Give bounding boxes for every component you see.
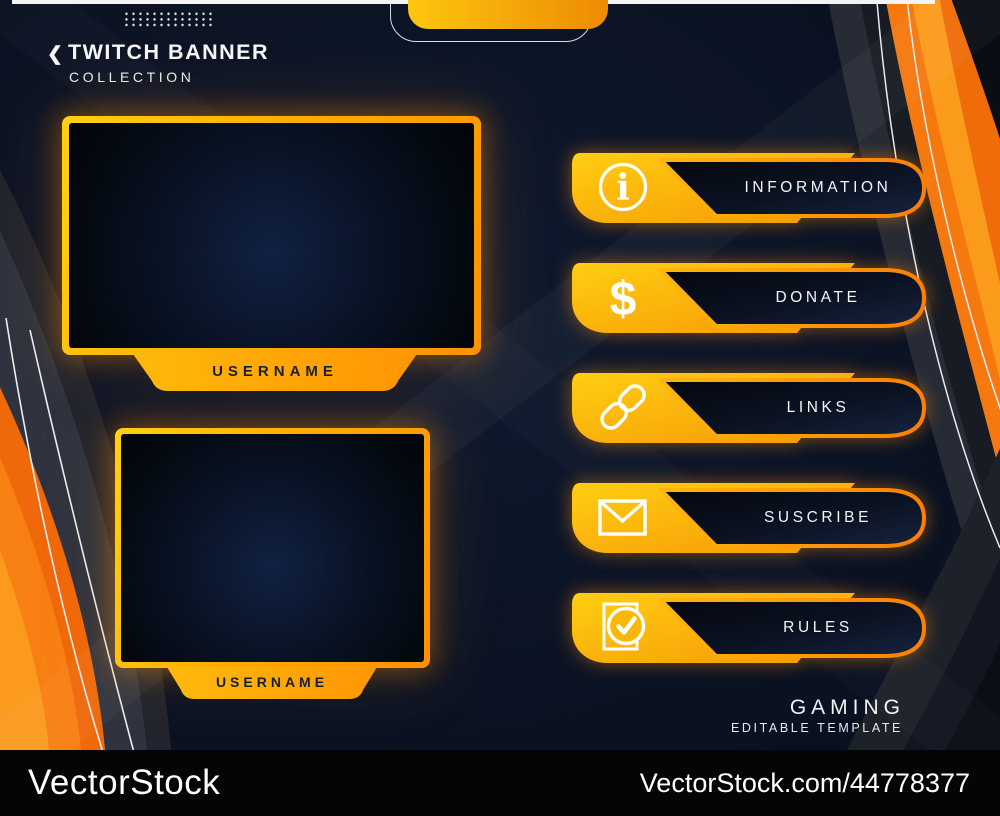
back-arrow-icon: ❮ xyxy=(47,44,63,65)
top-right-black-wedge xyxy=(951,0,1000,139)
editable-template-caption: EDITABLE TEMPLATE xyxy=(730,721,903,735)
username-banner-1: USERNAME xyxy=(133,354,417,391)
username-label: USERNAME xyxy=(212,362,338,380)
panel-links[interactable]: LINKS xyxy=(562,370,934,446)
username-label: USERNAME xyxy=(215,673,329,690)
panel-label: LINKS xyxy=(786,399,850,416)
left-white-line xyxy=(5,317,104,750)
dollar-icon: $ xyxy=(610,273,637,326)
page-subtitle: COLLECTION xyxy=(69,69,195,85)
panel-label: DONATE xyxy=(775,289,861,306)
dots-pattern xyxy=(123,11,215,28)
panel-information[interactable]: i INFORMATION xyxy=(562,150,934,226)
username-banner-2: USERNAME xyxy=(167,667,377,699)
panel-rules[interactable]: RULES xyxy=(562,590,934,666)
panel-label: RULES xyxy=(783,619,853,636)
svg-text:i: i xyxy=(616,167,630,209)
check-square-icon xyxy=(602,602,646,651)
chain-link-icon xyxy=(600,384,646,430)
top-tab xyxy=(408,0,608,29)
screen-area-2 xyxy=(121,434,424,662)
panel-suscribe[interactable]: SUSCRIBE xyxy=(562,480,934,556)
page-title: TWITCH BANNER xyxy=(68,40,270,64)
panel-label: INFORMATION xyxy=(744,179,892,196)
envelope-icon xyxy=(598,499,647,536)
vectorstock-reference: VectorStock.com/44778377 xyxy=(639,767,970,798)
info-circle-icon: i xyxy=(598,162,648,212)
stream-screen-frame-1 xyxy=(62,116,481,355)
panel-label: SUSCRIBE xyxy=(763,509,873,526)
panel-donate[interactable]: $ DONATE xyxy=(562,260,934,336)
watermark-bar: VectorStock VectorStock.com/44778377 xyxy=(0,750,1000,816)
gaming-caption: GAMING xyxy=(789,696,905,719)
panel-dark-plate xyxy=(659,158,926,218)
screen-area-1 xyxy=(69,123,474,348)
vectorstock-logo: VectorStock xyxy=(28,763,221,802)
stream-screen-frame-2 xyxy=(115,428,430,668)
